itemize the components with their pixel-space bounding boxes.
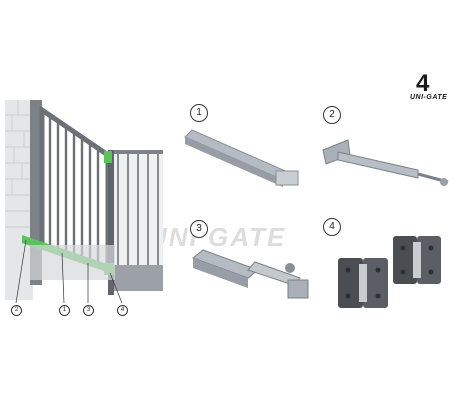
part-number-4: 4 [323,218,341,236]
strut-part-image [322,139,449,186]
connector-part-image [191,249,309,299]
profile-part-image [184,129,299,187]
brand-logo: 4 UNI-GATE [408,70,450,108]
gate-assembly-illustration [5,100,163,304]
callout-2: 2 [11,305,22,316]
part-number-1: 1 [190,104,208,122]
callout-3: 3 [83,305,94,316]
callout-1: 1 [59,305,70,316]
callout-4: 4 [117,305,128,316]
watermark-text: UNI GATE [148,222,287,252]
highlight-hinge-top [104,151,112,163]
part-number-2: 2 [323,106,341,124]
brick-wall [5,100,33,300]
hinge-part-image [338,236,441,308]
logo-name: UNI-GATE [410,94,448,101]
part-number-3: 3 [190,220,208,238]
logo-mark: 4 [416,70,430,97]
